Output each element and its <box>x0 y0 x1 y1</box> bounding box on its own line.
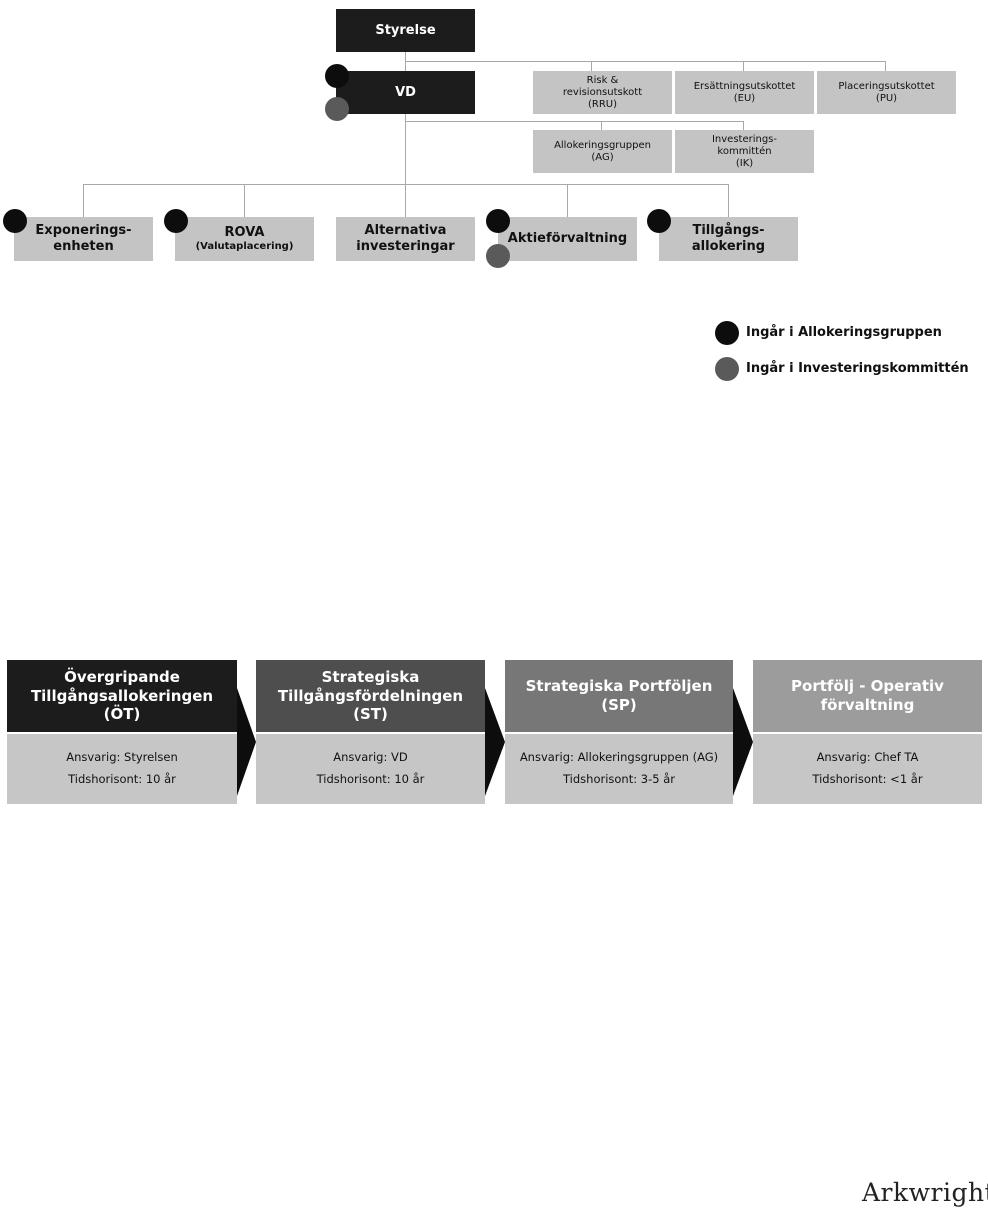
group-ik: Investerings- kommittén (IK) <box>675 130 814 173</box>
flow-step-1-title2: Tillgångsallokeringen <box>30 686 214 705</box>
tillgang-ag-dot <box>647 209 671 233</box>
flow-step-3-horizon: Tidshorisont: 3-5 år <box>563 772 675 786</box>
committee-rru-line3: (RRU) <box>587 98 618 110</box>
ceo-ag-dot <box>325 64 349 88</box>
flow-step-3-title1: Strategiska Portföljen <box>525 677 713 696</box>
committee-pu-line1: Placeringsutskottet <box>838 80 935 92</box>
unit-tillgang-line2: allokering <box>691 239 766 254</box>
flow-step-3-responsible: Ansvarig: Allokeringsgruppen (AG) <box>519 750 719 765</box>
unit-aktie: Aktieförvaltning <box>498 217 637 261</box>
ceo-label: VD <box>395 84 416 100</box>
rova-ag-dot <box>164 209 188 233</box>
group-ik-line2: kommittén <box>717 145 772 157</box>
committee-pu: Placeringsutskottet (PU) <box>817 71 956 114</box>
unit-exponering-line1: Exponerings- <box>35 223 132 239</box>
flow-arrow-2 <box>485 688 505 796</box>
group-ag-line2: (AG) <box>591 151 614 163</box>
committee-eu-line1: Ersättningsutskottet <box>693 80 796 92</box>
unit-rova-line1: ROVA <box>224 225 265 241</box>
group-ik-line1: Investerings- <box>711 133 778 145</box>
flow-step-2-title1: Strategiska <box>321 667 420 686</box>
group-ag-line1: Allokeringsgruppen <box>554 139 651 151</box>
group-ik-line3: (IK) <box>735 157 754 169</box>
unit-aktie-line1: Aktieförvaltning <box>507 231 628 247</box>
flow-step-4-body: Ansvarig: Chef TA Tidshorisont: <1 år <box>753 734 982 804</box>
committee-rru: Risk & revisionsutskott (RRU) <box>533 71 672 114</box>
committee-rru-line1: Risk & <box>586 74 619 86</box>
flow-arrow-1 <box>237 688 256 796</box>
unit-exponering-line2: enheten <box>53 239 114 254</box>
committee-eu-line2: (EU) <box>733 92 756 104</box>
flow-step-2-responsible: Ansvarig: VD <box>333 750 408 765</box>
unit-tillgang: Tillgångs- allokering <box>659 217 798 261</box>
unit-rova-line2: (Valutaplacering) <box>195 240 294 252</box>
unit-tillgang-line1: Tillgångs- <box>692 223 765 239</box>
committee-pu-line2: (PU) <box>875 92 898 104</box>
unit-alternativa-line1: Alternativa <box>364 223 447 239</box>
flow-step-1-title3: (ÖT) <box>103 705 141 724</box>
legend-ag-label: Ingår i Allokeringsgruppen <box>746 325 942 340</box>
flow-step-1-responsible: Ansvarig: Styrelsen <box>66 750 178 765</box>
aktie-ag-dot <box>486 209 510 233</box>
unit-exponering: Exponerings- enheten <box>14 217 153 261</box>
board-box: Styrelse <box>336 9 475 52</box>
flow-step-3-header: Strategiska Portföljen (SP) <box>505 660 733 732</box>
flow-step-4-title1: Portfölj - Operativ <box>791 677 944 696</box>
flow-step-1-title1: Övergripande <box>64 667 180 686</box>
flow-step-4-title2: förvaltning <box>820 696 915 714</box>
unit-alternativa: Alternativa investeringar <box>336 217 475 261</box>
flow-step-2-title3: (ST) <box>353 705 388 724</box>
unit-alternativa-line2: investeringar <box>356 239 455 254</box>
flow-step-2-title2: Tillgångsfördelningen <box>277 686 464 705</box>
legend-ik-label: Ingår i Investeringskommittén <box>746 361 969 376</box>
flow-step-1-header: Övergripande Tillgångsallokeringen (ÖT) <box>7 660 237 732</box>
aktie-ik-dot <box>486 244 510 268</box>
exponering-ag-dot <box>3 209 27 233</box>
flow-step-4-horizon: Tidshorisont: <1 år <box>812 772 923 786</box>
flow-arrow-3 <box>733 688 753 796</box>
ceo-box: VD <box>336 71 475 114</box>
committee-rru-line2: revisionsutskott <box>562 86 643 98</box>
board-label: Styrelse <box>375 22 436 38</box>
ceo-ik-dot <box>325 97 349 121</box>
flow-step-4-responsible: Ansvarig: Chef TA <box>816 750 919 765</box>
legend-ag-dot <box>715 321 739 345</box>
committee-eu: Ersättningsutskottet (EU) <box>675 71 814 114</box>
legend-ik-dot <box>715 357 739 381</box>
flow-step-2-horizon: Tidshorisont: 10 år <box>316 772 425 786</box>
brand-logo: Arkwright <box>862 1178 988 1207</box>
flow-step-2-body: Ansvarig: VD Tidshorisont: 10 år <box>256 734 485 804</box>
legend: Ingår i Allokeringsgruppen Ingår i Inves… <box>715 321 980 381</box>
group-ag: Allokeringsgruppen (AG) <box>533 130 672 173</box>
flow-step-1-horizon: Tidshorisont: 10 år <box>68 772 176 786</box>
flow-step-3-body: Ansvarig: Allokeringsgruppen (AG) Tidsho… <box>505 734 733 804</box>
flow-step-1-body: Ansvarig: Styrelsen Tidshorisont: 10 år <box>7 734 237 804</box>
flow-step-2-header: Strategiska Tillgångsfördelningen (ST) <box>256 660 485 732</box>
unit-rova: ROVA (Valutaplacering) <box>175 217 314 261</box>
flow-step-3-title2: (SP) <box>601 696 637 714</box>
flow-step-4-header: Portfölj - Operativ förvaltning <box>753 660 982 732</box>
